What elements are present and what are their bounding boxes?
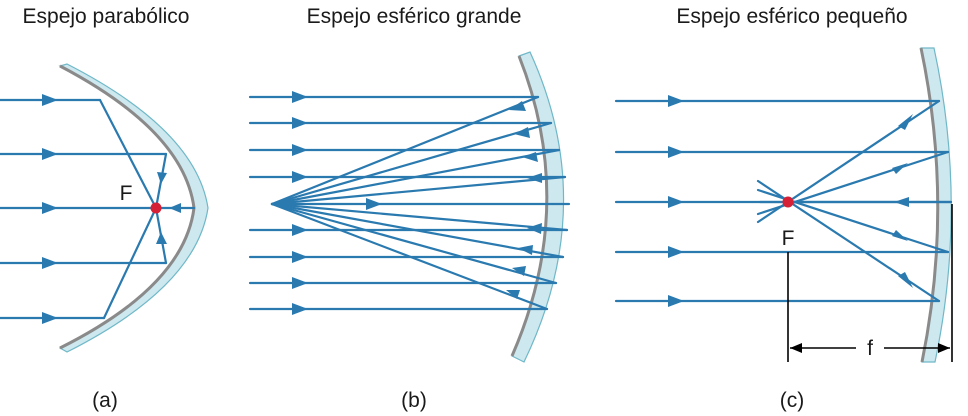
panel-b-caption: (b) [401,389,427,412]
incoming-rays [614,95,953,307]
small-spherical-mirror [919,47,952,363]
panel-a-caption: (a) [92,389,118,412]
focal-point [150,202,162,214]
reflected-rays [98,98,196,320]
panel-c-title: Espejo esférico pequeño [676,5,907,28]
focal-point [782,196,794,208]
focal-length-label: f [867,337,873,360]
reflected-rays [270,95,569,311]
panel-a-title: Espejo parabólico [23,5,190,28]
incoming-rays [248,91,571,315]
large-spherical-mirror [510,51,565,363]
panel-c-caption: (c) [780,389,805,412]
panel-small-spherical: Espejo esférico pequeño [614,5,953,412]
panel-b-title: Espejo esférico grande [307,5,522,28]
focal-length-dimension: f [787,204,953,362]
incoming-rays [0,94,168,324]
focal-point-label: F [782,227,795,250]
panel-parabolic: Espejo parabólico [0,5,209,412]
focal-point-label: F [120,182,133,205]
panel-large-spherical: Espejo esférico grande [248,5,571,412]
